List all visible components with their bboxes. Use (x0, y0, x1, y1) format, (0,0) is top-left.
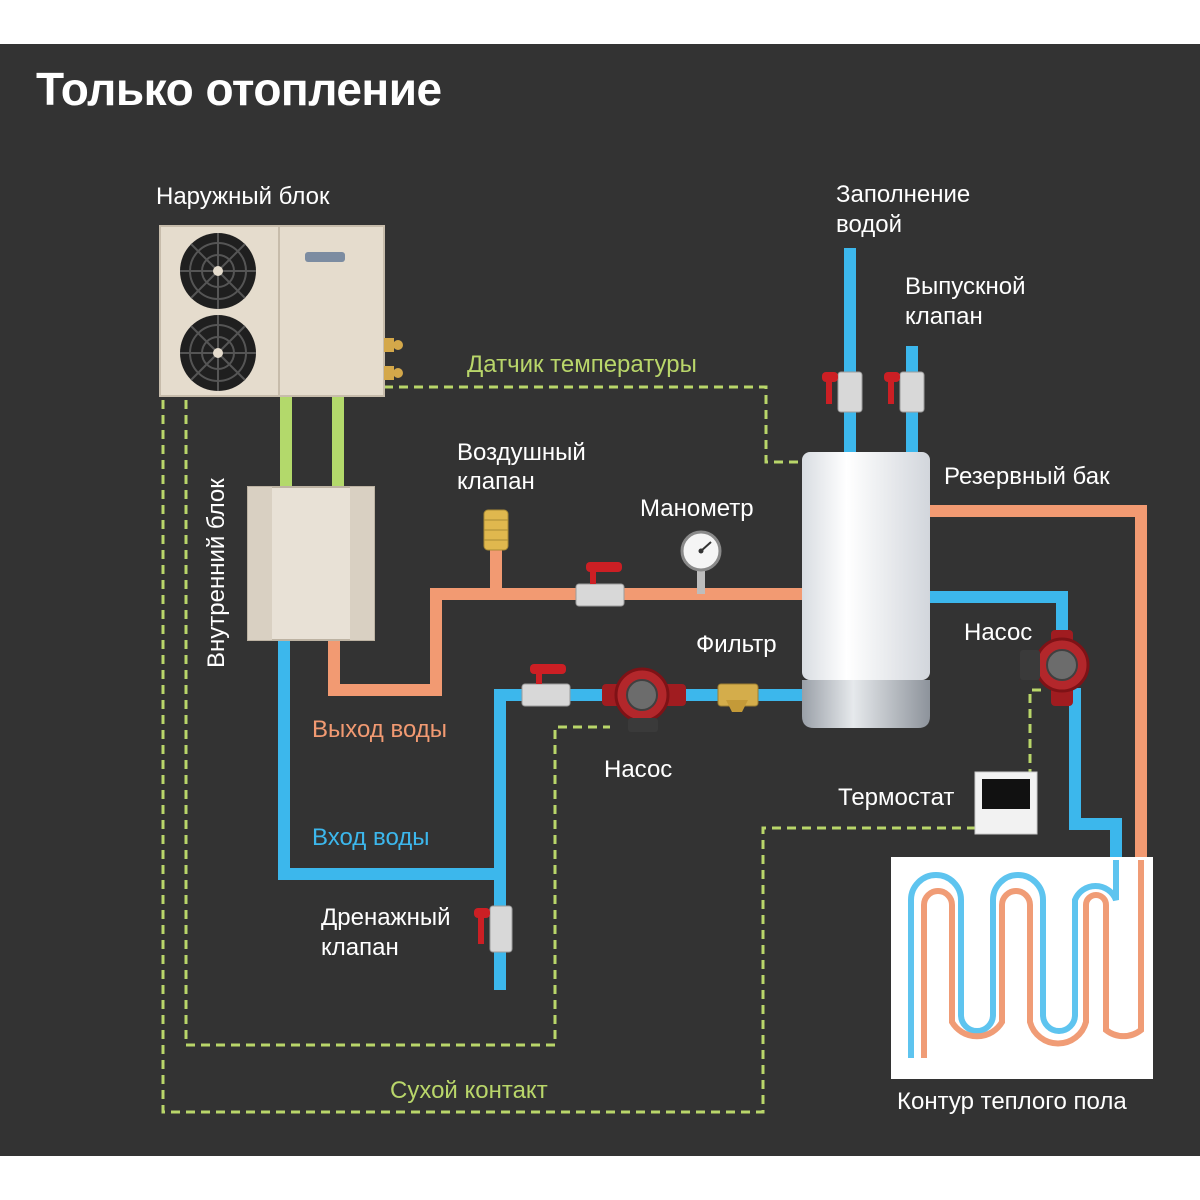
pump-right-label: Насос (964, 619, 1032, 646)
release-valve-label-2: клапан (905, 303, 983, 330)
water-fill-label-1: Заполнение (836, 181, 970, 208)
outdoor-control-line-inner (184, 400, 610, 1047)
ball-valve-icon (521, 664, 571, 707)
filter-label: Фильтр (696, 631, 777, 658)
air-vent-icon (483, 509, 509, 551)
air-valve-label-1: Воздушный (457, 439, 586, 466)
dry-contact-line (161, 400, 975, 1114)
ball-valve-icon (575, 562, 625, 607)
thermostat (974, 771, 1038, 835)
indoor-unit-label: Внутренний блок (203, 478, 230, 668)
drain-valve-label-2: клапан (321, 934, 399, 961)
diagram-title: Только отопление (36, 63, 442, 115)
outdoor-unit-label: Наружный блок (156, 183, 330, 210)
ball-valve-icon (474, 905, 513, 953)
fan-icon (180, 233, 256, 309)
pump-bottom-label: Насос (604, 756, 672, 783)
pressure-gauge-icon (680, 530, 722, 594)
dry-contact-label: Сухой контакт (390, 1077, 548, 1104)
strainer-filter-icon (717, 683, 759, 712)
pump-icon (1020, 630, 1090, 706)
thermostat-pump-line (1028, 688, 1042, 778)
underfloor-loop (891, 857, 1153, 1079)
reserve-tank-label: Резервный бак (944, 463, 1110, 490)
release-valve-label-1: Выпускной (905, 273, 1026, 300)
floor-supply-pipe (930, 505, 1147, 860)
outdoor-unit (159, 225, 403, 397)
water-out-pipe (328, 588, 802, 696)
temp-sensor-label: Датчик температуры (467, 351, 697, 378)
reserve-tank (802, 452, 930, 728)
manometer-label: Манометр (640, 495, 754, 522)
temp-sensor-line (384, 385, 802, 464)
floor-loop-label: Контур теплого пола (897, 1088, 1127, 1115)
pump-icon (602, 667, 686, 732)
return-pipe (494, 689, 802, 874)
air-valve-label-2: клапан (457, 468, 535, 495)
thermostat-label: Термостат (838, 784, 954, 811)
ball-valve-icon (884, 371, 925, 413)
water-in-label: Вход воды (312, 824, 430, 851)
fan-icon (180, 315, 256, 391)
water-fill-label-2: водой (836, 211, 902, 238)
indoor-unit (247, 486, 375, 641)
water-out-label: Выход воды (312, 716, 447, 743)
ball-valve-icon (822, 371, 863, 413)
drain-valve-label-1: Дренажный (321, 904, 451, 931)
